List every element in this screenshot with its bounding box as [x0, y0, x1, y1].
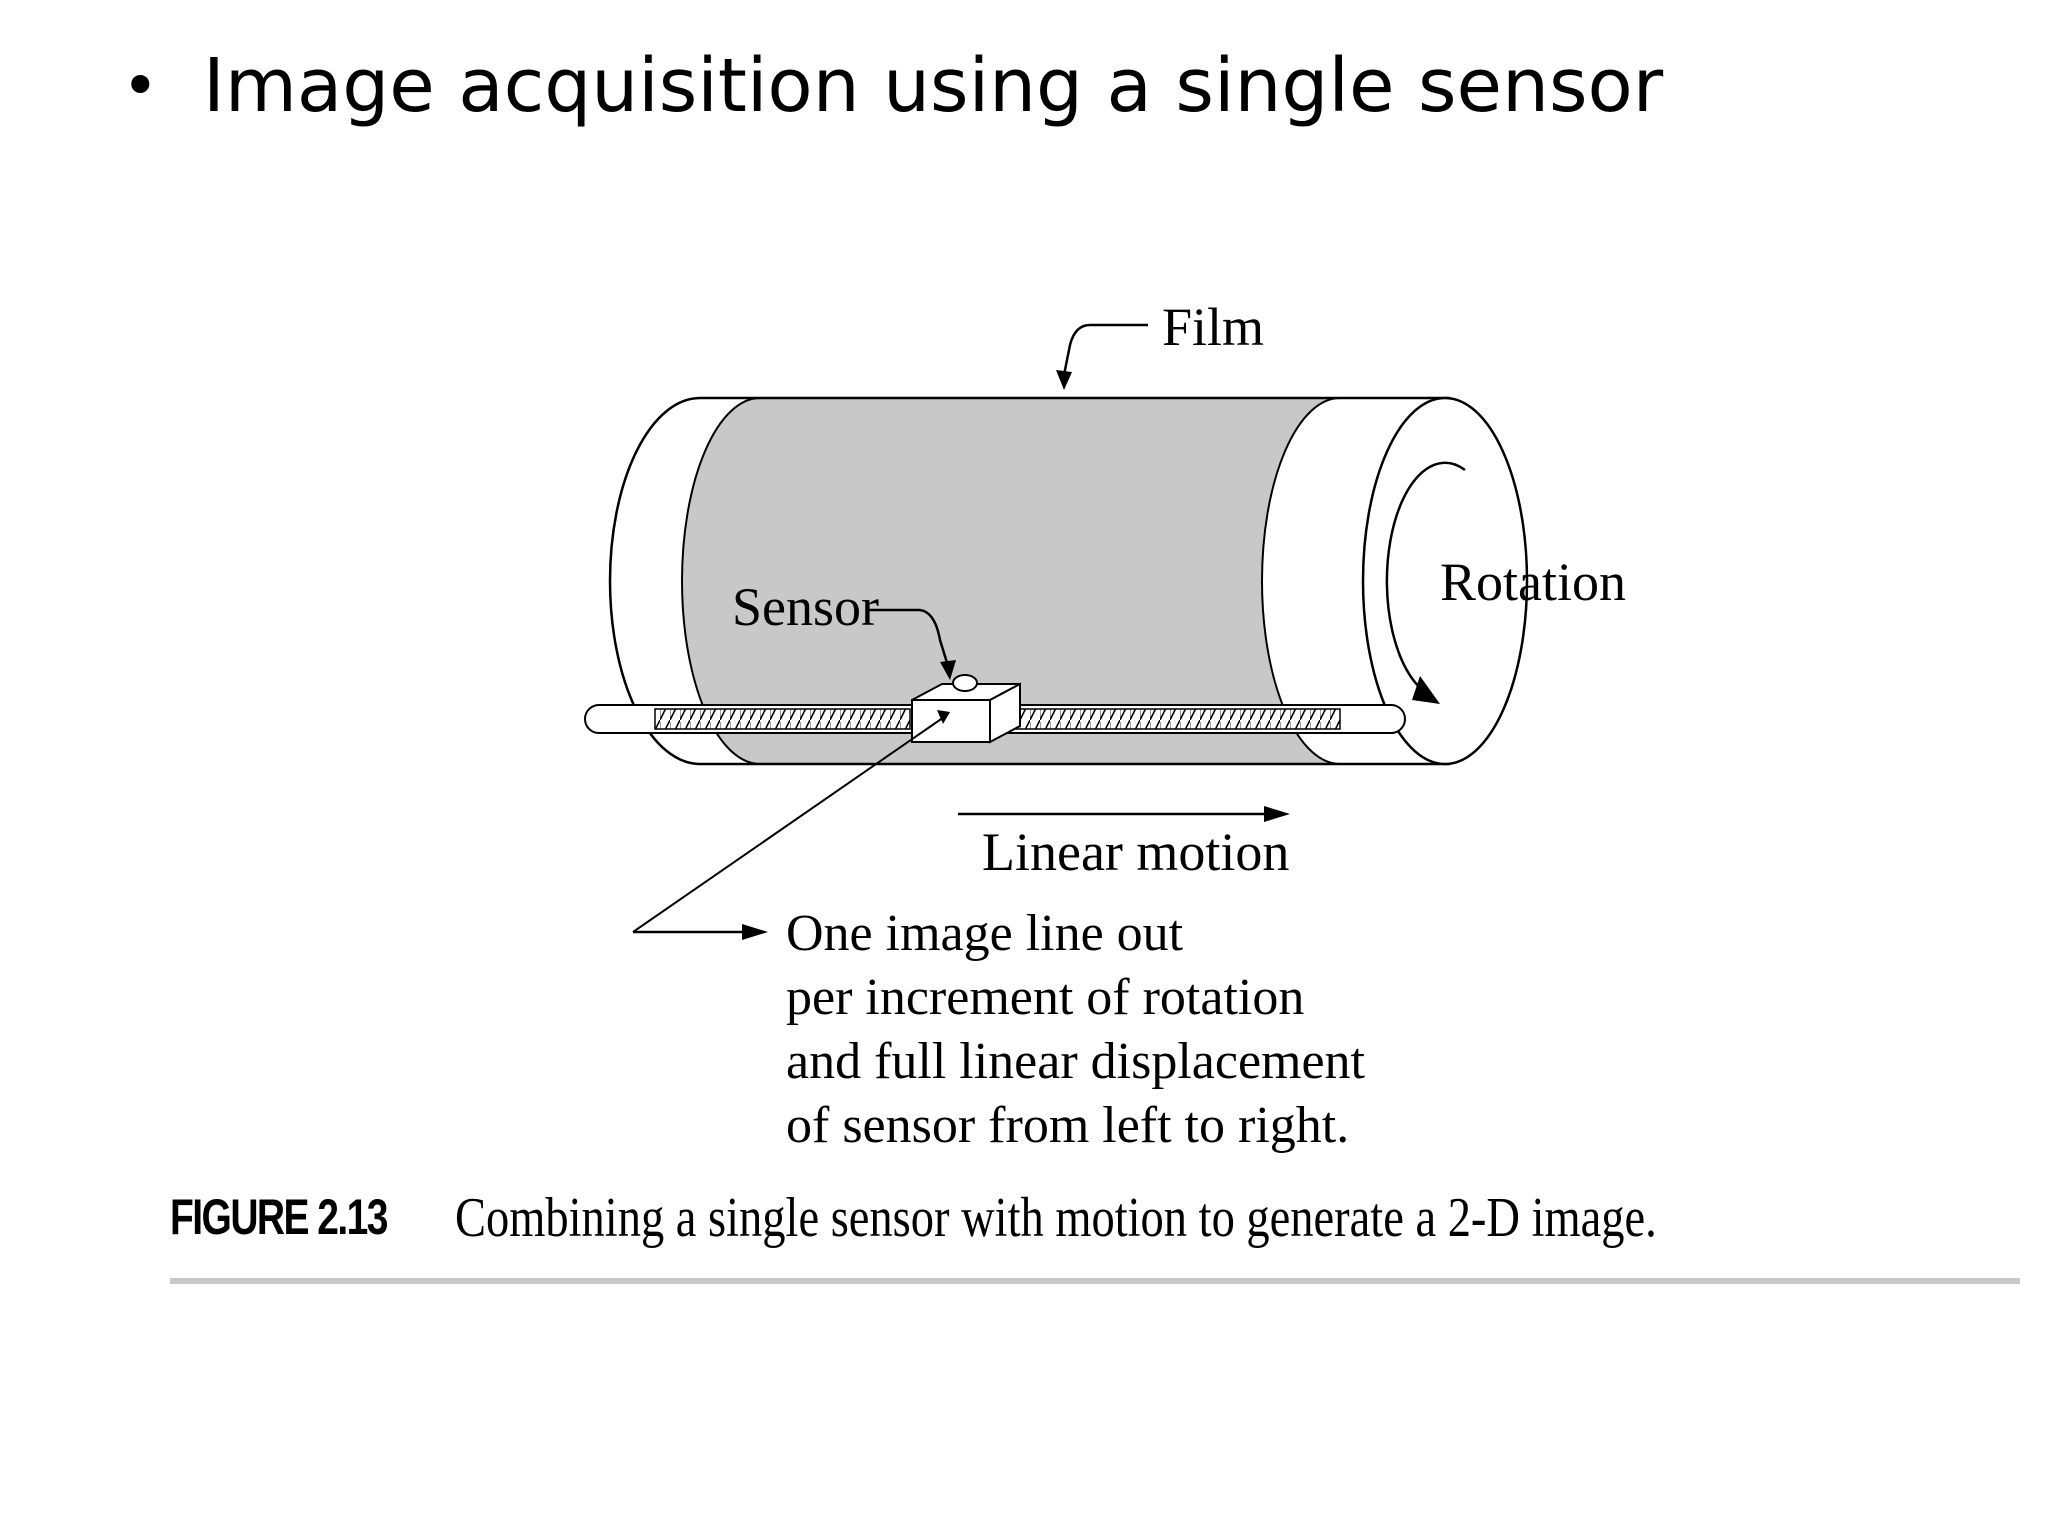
- figure-caption: FIGURE 2.13 Combining a single sensor wi…: [170, 1187, 1657, 1249]
- linear-motion-label: Linear motion: [982, 822, 1289, 882]
- rotation-label: Rotation: [1440, 552, 1626, 612]
- slide-bullet: •: [122, 49, 159, 122]
- caption-text: Combining a single sensor with motion to…: [455, 1187, 1657, 1249]
- film-surface: [682, 398, 1340, 764]
- caption-divider: [170, 1278, 2020, 1284]
- film-cylinder: [608, 396, 1529, 766]
- film-label: Film: [1162, 297, 1264, 357]
- sensor-label: Sensor: [732, 577, 879, 637]
- film-pointer: [1056, 323, 1148, 390]
- output-text-line-4: of sensor from left to right.: [786, 1097, 1349, 1154]
- sensor-pointer: [868, 608, 956, 680]
- sensor-block: [911, 674, 1021, 744]
- sensor-element: [952, 674, 978, 692]
- output-leader: [632, 710, 950, 940]
- output-text-line-1: One image line out: [786, 905, 1184, 962]
- rotation-arrow-icon: [1385, 461, 1466, 704]
- output-text-line-3: and full linear displacement: [786, 1033, 1366, 1090]
- slide-title: Image acquisition using a single sensor: [203, 43, 1664, 129]
- caption-label: FIGURE 2.13: [170, 1189, 388, 1245]
- output-text-line-2: per increment of rotation: [786, 969, 1304, 1026]
- linear-motion-arrow-icon: [958, 806, 1290, 822]
